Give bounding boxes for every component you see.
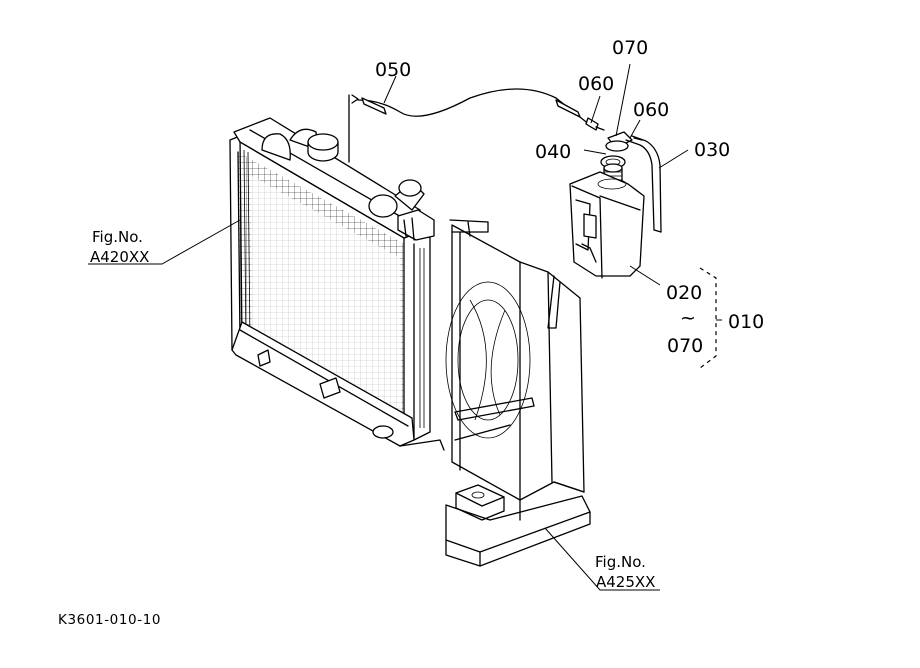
callout-060-upper: 060	[578, 73, 614, 95]
figure-references: Fig.No. A420XX Fig.No. A425XX	[90, 228, 655, 591]
fig-ref-radiator-label: Fig.No.	[92, 228, 143, 246]
fan-shroud-bracket	[445, 219, 591, 567]
callout-050: 050	[375, 59, 411, 81]
part-callouts: 050 060 070 060 040 030 020 ~ 010 070	[375, 37, 764, 357]
overflow-hose	[351, 88, 605, 131]
callout-070-lower: 070	[667, 335, 703, 357]
callout-030: 030	[694, 139, 730, 161]
callout-010: 010	[728, 311, 764, 333]
callout-range-tilde: ~	[680, 307, 696, 329]
leader-lines	[88, 63, 722, 591]
callout-060-right: 060	[633, 99, 669, 121]
reserve-tank	[569, 131, 662, 279]
fig-ref-radiator-number: A420XX	[90, 248, 149, 266]
radiator-assembly	[229, 94, 445, 451]
fig-ref-bracket-number: A425XX	[596, 573, 655, 591]
fig-ref-bracket-label: Fig.No.	[595, 553, 646, 571]
callout-040: 040	[535, 141, 571, 163]
drawing-code: K3601-010-10	[58, 612, 161, 628]
callout-020: 020	[666, 282, 702, 304]
callout-070-upper: 070	[612, 37, 648, 59]
